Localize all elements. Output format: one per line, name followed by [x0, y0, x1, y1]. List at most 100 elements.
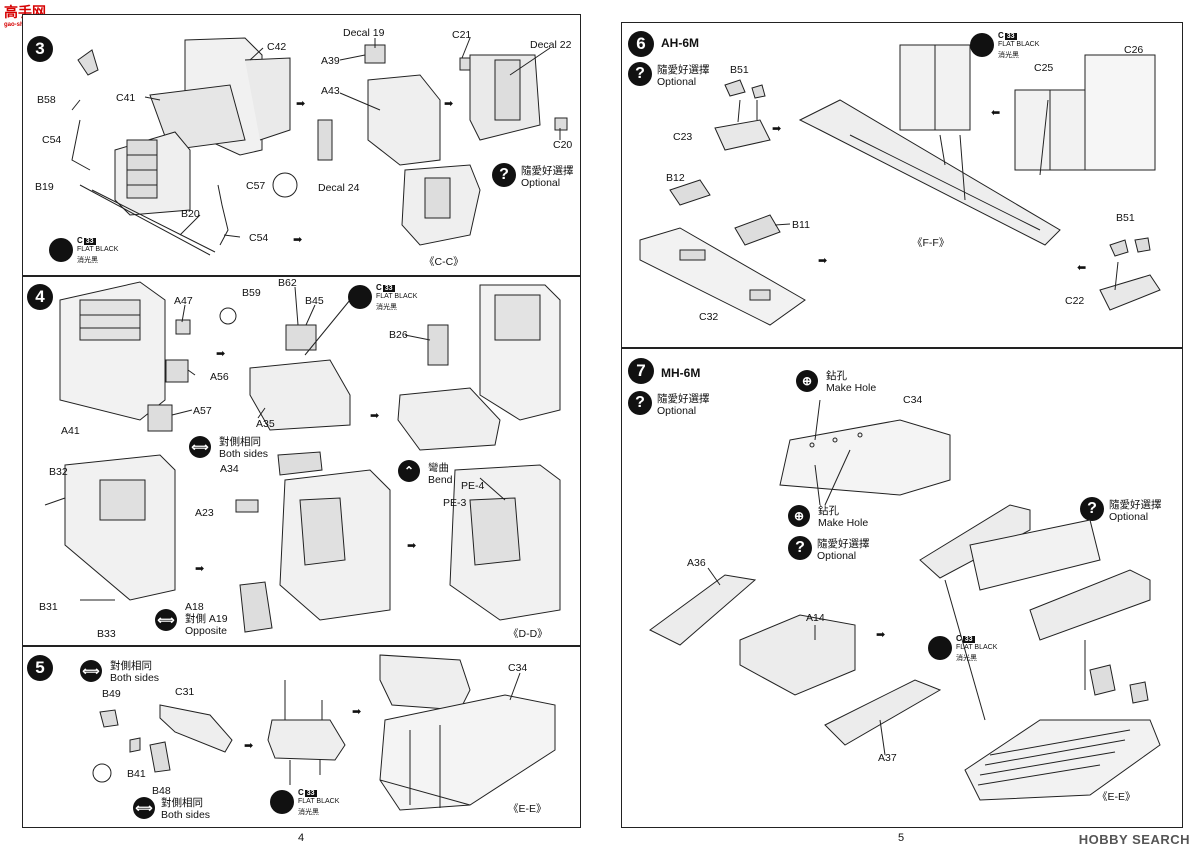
part-c54-b: C54 [249, 232, 269, 244]
question-icon: ? [1080, 497, 1104, 521]
bend-en: Bend [428, 474, 453, 486]
step-3-number: 3 [27, 36, 53, 62]
step-5-arrow-1: ➡ [244, 740, 254, 752]
make-hole-en: Make Hole [818, 517, 869, 529]
step-3-arrow-1: ➡ [296, 98, 306, 110]
part-b11: B11 [792, 219, 810, 231]
page-number-right: 5 [898, 832, 905, 844]
paint-name: FLAT BLACK [298, 798, 340, 805]
step-5-number: 5 [27, 655, 53, 681]
both-sides-arrow-icon: ⟺ [189, 436, 211, 458]
make-hole-cn: 鉆孔 [826, 370, 847, 382]
part-b12: B12 [666, 172, 685, 184]
paint-code-number: 33 [83, 238, 96, 245]
part-c23: C23 [673, 131, 693, 143]
paint-brush-icon [928, 636, 952, 660]
view-c-c: 《C-C》 [424, 256, 464, 268]
part-b31: B31 [39, 601, 58, 613]
step-6-arrow-1: ➡ [772, 123, 782, 135]
view-e-e-left: 《E-E》 [508, 803, 547, 815]
both-sides-en: Both sides [219, 448, 269, 460]
paint-name-cn: 消光黑 [956, 655, 977, 662]
step-4-arrow-2: ➡ [370, 410, 380, 422]
step-4-arrow-1: ➡ [216, 348, 226, 360]
opposite-arrow-icon: ⟺ [155, 609, 177, 631]
part-c25: C25 [1034, 62, 1054, 74]
question-icon: ? [788, 536, 812, 560]
part-pe-3: PE-3 [443, 497, 467, 509]
part-b45: B45 [305, 295, 324, 307]
paint-code-number: 33 [962, 636, 975, 643]
part-a18-opposite-a19: 對側 A19 [185, 613, 228, 625]
part-b41: B41 [127, 768, 146, 780]
paint-code-letter: C [376, 283, 382, 292]
bend-cn: 彎曲 [428, 462, 449, 474]
step-6-arrow-2: ⬅ [991, 107, 1001, 119]
part-b62: B62 [278, 277, 297, 289]
optional-en: Optional [521, 177, 561, 189]
part-a36: A36 [687, 557, 706, 569]
step-6-number: 6 [628, 31, 654, 57]
part-c21: C21 [452, 29, 472, 41]
step-7-number: 7 [628, 358, 654, 384]
part-b48: B48 [152, 785, 171, 797]
paint-code-letter: C [298, 788, 304, 797]
part-a35: A35 [256, 418, 275, 430]
bend-icon: ⌃ [398, 460, 420, 482]
paint-name: FLAT BLACK [77, 246, 119, 253]
part-b58: B58 [37, 94, 56, 106]
part-a18: A18 [185, 601, 204, 613]
part-b51-right: B51 [1116, 212, 1135, 224]
paint-code-number: 33 [1004, 33, 1017, 40]
part-c41: C41 [116, 92, 136, 104]
step-4-arrow-4: ➡ [407, 540, 417, 552]
paint-brush-icon [49, 238, 73, 262]
step-3-arrow-3: ➡ [293, 234, 303, 246]
question-icon: ? [492, 163, 516, 187]
part-a41: A41 [61, 425, 80, 437]
paint-name-cn: 消光黑 [77, 257, 98, 264]
paint-brush-icon [270, 790, 294, 814]
step-6-arrow-4: ⬅ [1077, 262, 1087, 274]
part-a39: A39 [321, 55, 340, 67]
view-f-f: 《F-F》 [912, 237, 950, 249]
part-c42: C42 [267, 41, 287, 53]
part-a57: A57 [193, 405, 212, 417]
part-b49: B49 [102, 688, 121, 700]
part-b33: B33 [97, 628, 116, 640]
both-sides-cn: 對側相同 [161, 797, 203, 809]
opposite-en: Opposite [185, 625, 228, 637]
question-icon: ? [628, 62, 652, 86]
both-sides-arrow-icon: ⟺ [133, 797, 155, 819]
optional-en: Optional [657, 405, 697, 417]
step-3-arrow-2: ➡ [444, 98, 454, 110]
part-c57: C57 [246, 180, 266, 192]
step-7-title: MH-6M [661, 366, 701, 380]
paint-code-letter: C [956, 634, 962, 643]
optional-cn: 隨愛好選擇 [657, 64, 710, 76]
decal-24: Decal 24 [318, 182, 360, 194]
part-a34: A34 [220, 463, 239, 475]
part-b26: B26 [389, 329, 408, 341]
both-sides-arrow-icon: ⟺ [80, 660, 102, 682]
drill-icon: ⊕ [796, 370, 818, 392]
decal-19: Decal 19 [343, 27, 385, 39]
part-c34-mh: C34 [903, 394, 923, 406]
step-7-arrow-1: ➡ [876, 629, 886, 641]
part-c31: C31 [175, 686, 195, 698]
paint-code-letter: C [998, 31, 1004, 40]
decal-22: Decal 22 [530, 39, 572, 51]
both-sides-cn: 對側相同 [219, 436, 261, 448]
paint-brush-icon [970, 33, 994, 57]
part-a43: A43 [321, 85, 340, 97]
